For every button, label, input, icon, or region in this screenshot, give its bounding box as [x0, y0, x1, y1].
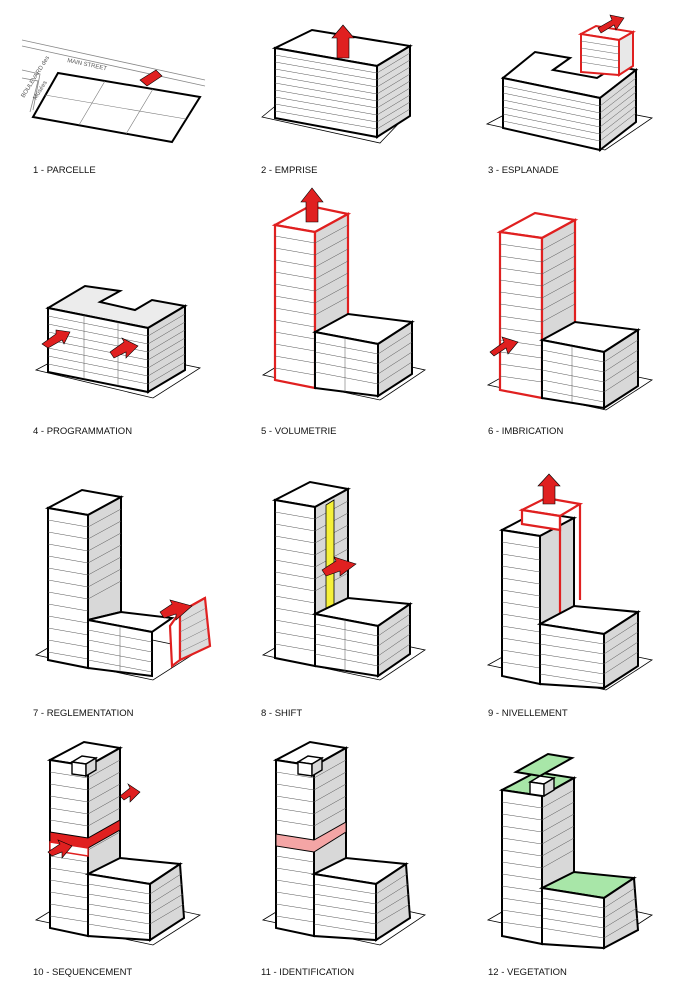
- caption-step-5: 5 - VOLUMETRIE: [261, 426, 337, 437]
- parcel-outline: [31, 71, 202, 144]
- low-block: [536, 604, 641, 690]
- esplanade-top-volume: [577, 24, 636, 77]
- caption-step-4: 4 - PROGRAMMATION: [33, 426, 132, 437]
- low-block: [311, 596, 413, 678]
- caption-step-12: 12 - VEGETATION: [488, 967, 567, 978]
- rooftop-box: [295, 755, 325, 778]
- up-arrow: [331, 24, 355, 59]
- insert-arrow: [489, 336, 519, 357]
- panel-3-esplanade: [485, 14, 654, 153]
- program-arrow-right: [109, 337, 139, 359]
- panel-7-reglementation: [34, 488, 212, 681]
- shift-arrow: [321, 556, 357, 577]
- floor-lines: [502, 77, 637, 142]
- sequence-arrow-left: [47, 839, 73, 859]
- panel-11-identification: [261, 740, 427, 946]
- rooftop-box: [527, 775, 557, 798]
- shift-yellow-strip: [325, 499, 335, 615]
- low-block: [312, 312, 415, 398]
- low-block: [539, 320, 641, 410]
- street-lines: [21, 39, 206, 113]
- parcel-grid: [44, 80, 187, 135]
- panel-6-imbrication: [486, 211, 654, 411]
- caption-step-8: 8 - SHIFT: [261, 708, 302, 719]
- panel-4-programmation: [34, 284, 202, 399]
- panel-10-sequencement: [34, 740, 202, 946]
- caption-step-3: 3 - ESPLANADE: [488, 165, 559, 176]
- panel-1-parcelle: MAIN STREET BOULEVARD des Musées: [21, 39, 206, 144]
- captions: 1 - PARCELLE 2 - EMPRISE 3 - ESPLANADE 4…: [33, 165, 568, 978]
- tower: [44, 488, 124, 670]
- caption-step-9: 9 - NIVELLEMENT: [488, 708, 568, 719]
- panel-12-vegetation: [486, 752, 654, 950]
- caption-step-2: 2 - EMPRISE: [261, 165, 318, 176]
- tower: [498, 752, 577, 946]
- panel-2-emprise: [261, 24, 413, 144]
- program-arrow-left: [41, 329, 71, 349]
- caption-step-6: 6 - IMBRICATION: [488, 426, 563, 437]
- caption-step-1: 1 - PARCELLE: [33, 165, 96, 176]
- low-block: [310, 856, 412, 942]
- panel-5-volumetrie: [261, 187, 427, 401]
- panel-9-nivellement: [486, 473, 654, 691]
- up-arrow: [300, 187, 324, 223]
- caption-step-7: 7 - REGLEMENTATION: [33, 708, 134, 719]
- sequence-arrow-right: [119, 783, 141, 803]
- rooftop-box: [69, 755, 99, 778]
- tower: [271, 480, 351, 668]
- low-block: [538, 870, 640, 950]
- floor-lines: [274, 52, 411, 130]
- panel-8-shift: [261, 480, 427, 681]
- block-side: [599, 67, 637, 153]
- identified-band-pink: [275, 821, 347, 853]
- caption-step-11: 11 - IDENTIFICATION: [261, 967, 354, 978]
- low-block: [87, 610, 175, 678]
- low-block: [84, 856, 186, 942]
- access-arrow: [139, 69, 163, 87]
- up-arrow: [537, 473, 561, 505]
- caption-step-10: 10 - SEQUENCEMENT: [33, 967, 132, 978]
- shift-arrow: [597, 14, 625, 34]
- setback-arrow: [159, 599, 193, 621]
